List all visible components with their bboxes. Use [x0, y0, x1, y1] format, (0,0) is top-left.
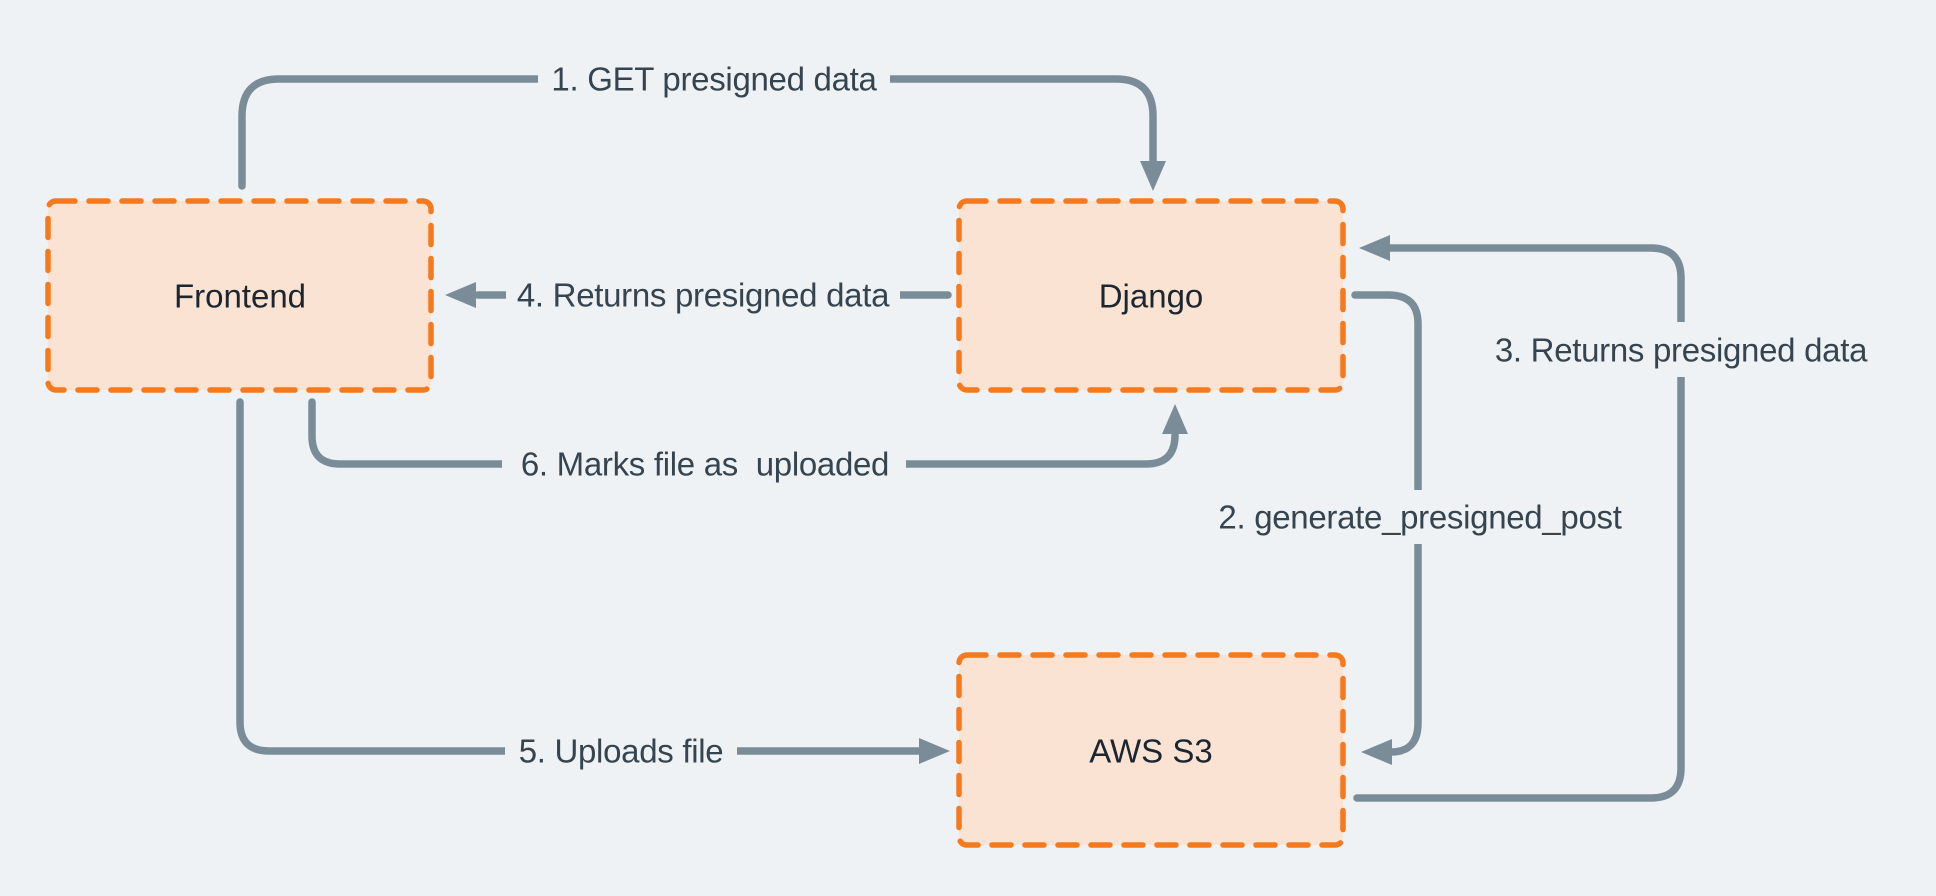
- arrow-step5: [236, 398, 950, 764]
- arrow-step6-label-group: 6. Marks file as uploaded: [502, 442, 906, 486]
- arrow-step2: [1351, 291, 1422, 765]
- node-frontend-label: Frontend: [174, 278, 306, 315]
- arrow-step2-label: 2. generate_presigned_post: [1218, 499, 1621, 536]
- arrow-step3-head: [1359, 235, 1390, 261]
- arrow-step6-head: [1162, 404, 1188, 434]
- arrow-step6: [308, 398, 1188, 468]
- arrow-step5-label-bg: [505, 729, 737, 773]
- node-aws-s3-label: AWS S3: [1089, 733, 1212, 770]
- arrow-step6-label-bg: [502, 442, 906, 486]
- node-aws-s3-box: [956, 652, 1346, 848]
- arrow-step1-label-bg: [538, 57, 890, 101]
- node-frontend: Frontend: [45, 198, 434, 393]
- arrow-step5-path: [236, 398, 924, 755]
- arrow-step3: [1353, 235, 1685, 802]
- arrow-step1-label: 1. GET presigned data: [551, 61, 877, 98]
- arrow-step2-path: [1351, 291, 1422, 756]
- arrow-step6-label: 6. Marks file as uploaded: [521, 446, 889, 483]
- arrow-step4-head: [445, 282, 476, 308]
- arrow-step5-label-group: 5. Uploads file: [505, 729, 737, 773]
- arrow-step2-head: [1361, 739, 1392, 765]
- arrow-step4-label-group: 4. Returns presigned data: [506, 273, 900, 317]
- arrow-step5-head: [919, 738, 950, 764]
- node-django: Django: [956, 198, 1346, 393]
- arrow-step1-label-group: 1. GET presigned data: [538, 57, 890, 101]
- arrow-step3-label-group: 3. Returns presigned data: [1478, 322, 1886, 377]
- arrow-step3-label-bg: [1478, 322, 1886, 377]
- node-aws-s3: AWS S3: [956, 652, 1346, 848]
- arrow-step4-label-bg: [506, 273, 900, 317]
- arrow-step1-head: [1140, 161, 1166, 191]
- node-frontend-box: [45, 198, 434, 393]
- arrow-step5-label: 5. Uploads file: [519, 733, 724, 770]
- arrow-step2-label-bg: [1196, 490, 1644, 544]
- node-django-box: [956, 198, 1346, 393]
- node-django-label: Django: [1099, 278, 1204, 315]
- arrow-step2-label-group: 2. generate_presigned_post: [1196, 490, 1644, 544]
- arrow-step3-label: 3. Returns presigned data: [1495, 332, 1868, 369]
- arrow-step3-path: [1353, 244, 1685, 802]
- arrow-step4-label: 4. Returns presigned data: [517, 277, 890, 314]
- arrow-step6-path: [308, 398, 1179, 468]
